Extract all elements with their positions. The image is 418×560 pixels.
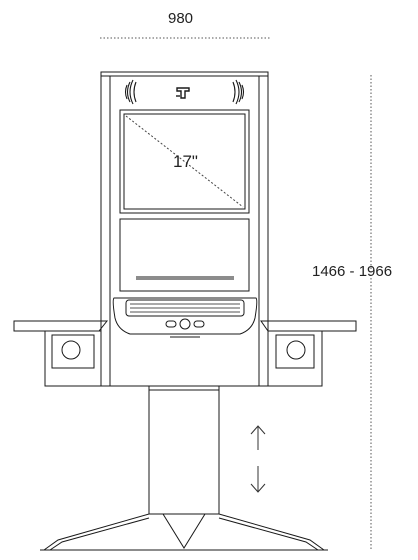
monitor-frame [119, 109, 250, 214]
speaker-grille-icon [232, 79, 245, 105]
right-side-shelf [260, 320, 357, 332]
round-button-icon [286, 340, 306, 360]
up-down-arrow-icon [250, 425, 266, 493]
kiosk-logo-icon [176, 87, 190, 99]
round-button-icon [61, 340, 81, 360]
screen-size-label: 17" [173, 152, 198, 171]
height-dimension-label: 1466 - 1966 [312, 263, 393, 280]
lower-panel [119, 218, 250, 292]
right-mouse-button-icon [193, 320, 205, 328]
cabinet-body [100, 71, 269, 387]
base-feet-inner [49, 517, 319, 551]
monitor-screen [123, 113, 246, 210]
speaker-grille-icon [124, 79, 137, 105]
right-button-panel [275, 334, 315, 369]
width-dimension-label: 980 [168, 10, 194, 27]
base-feet [43, 513, 325, 551]
left-button-panel [51, 334, 95, 369]
keyboard-shelf [112, 297, 258, 335]
pedestal-column [148, 385, 220, 515]
left-side-shelf [13, 320, 109, 332]
screen-diagonal [125, 115, 244, 208]
left-mouse-button-icon [165, 320, 177, 328]
keyboard-keys [125, 299, 245, 317]
trackball-icon [179, 318, 191, 330]
keyboard-key-rows [130, 303, 240, 313]
